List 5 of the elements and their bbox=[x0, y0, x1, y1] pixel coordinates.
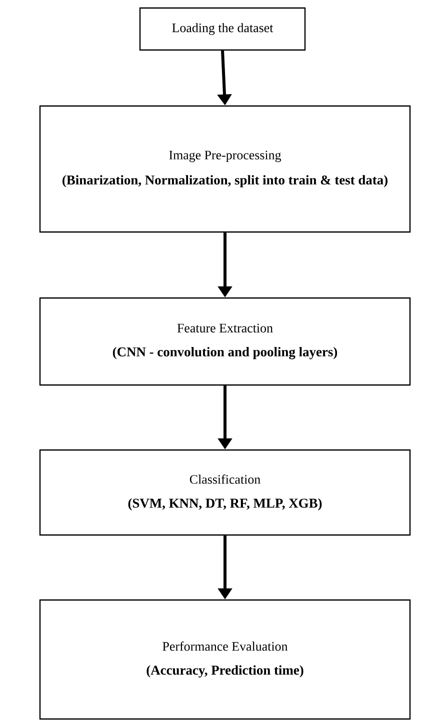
process-box: Image Pre-processing (Binarization, Normalization, split into train & test data) bbox=[39, 105, 411, 233]
process-box: Classification (SVM, KNN, DT, RF, MLP, XGB) bbox=[39, 449, 411, 536]
process-box: Loading the dataset bbox=[139, 7, 306, 51]
process-box: Feature Extraction (CNN - convolution and pooling layers) bbox=[39, 297, 411, 386]
process-box: Performance Evaluation (Accuracy, Prediction time) bbox=[39, 599, 411, 720]
